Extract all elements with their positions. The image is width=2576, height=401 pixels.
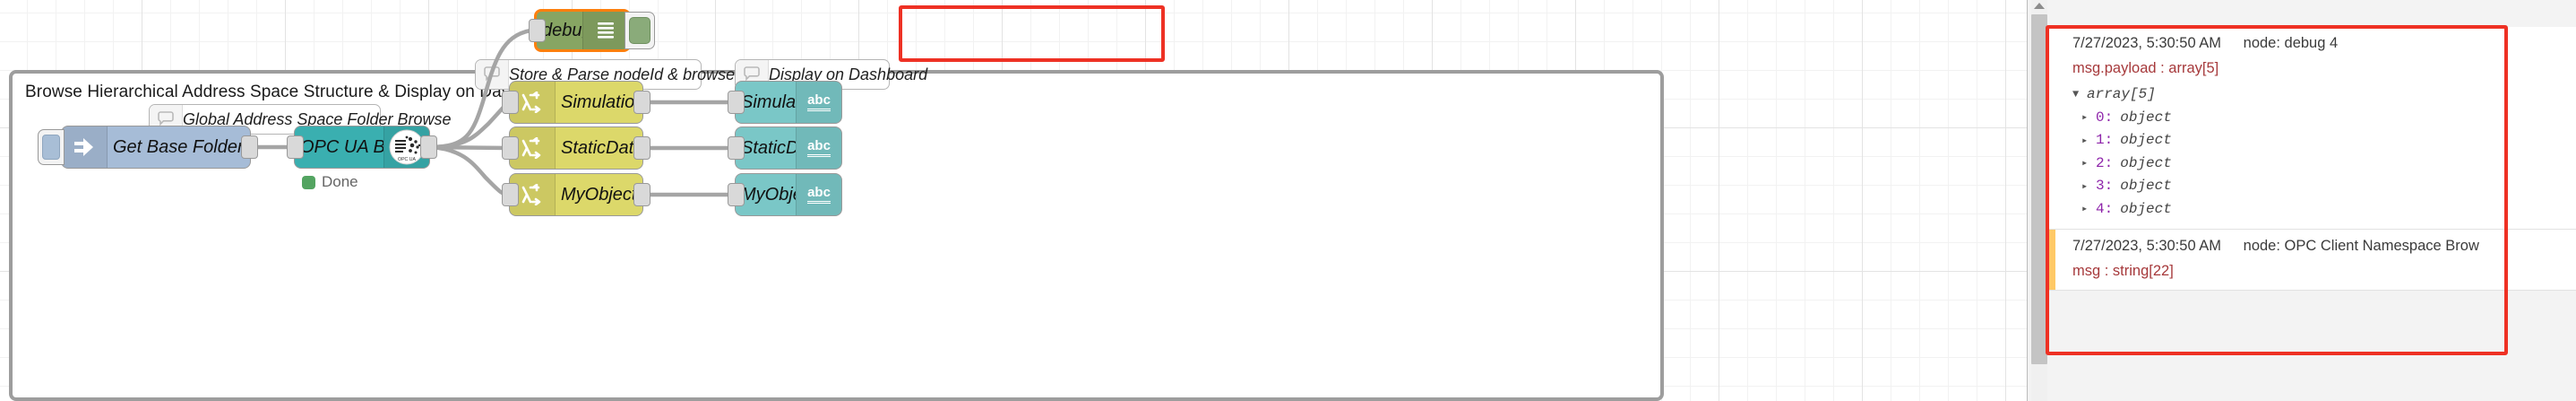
tree-item-index: 0: [2096, 109, 2105, 126]
debug-message[interactable]: 7/27/2023, 5:30:50 AM node: debug 4 msg.…: [2047, 27, 2576, 230]
message-timestamp: 7/27/2023, 5:30:50 AM: [2072, 35, 2222, 51]
debug-scrollbar[interactable]: [2031, 0, 2047, 401]
node-label: MyObjects: [741, 184, 796, 205]
tree-item-row[interactable]: ▸ 2: object: [2081, 154, 2172, 171]
debug-message-list[interactable]: 7/27/2023, 5:30:50 AM node: debug 4 msg.…: [2047, 0, 2576, 401]
node-input-port[interactable]: [728, 91, 745, 114]
node-output-port[interactable]: [633, 91, 650, 114]
tree-item-index: 2: [2096, 154, 2105, 171]
tree-item-index: 3: [2096, 178, 2105, 194]
message-payload-tree[interactable]: ▼ array[5] ▸ 0: object ▸ 1: object ▸: [2072, 86, 2567, 217]
message-header: 7/27/2023, 5:30:50 AM node: debug 4: [2072, 35, 2567, 52]
expand-caret-icon[interactable]: ▼: [2072, 88, 2080, 100]
tree-item-value: object: [2120, 178, 2172, 194]
debug-message[interactable]: 7/27/2023, 5:30:50 AM node: OPC Client N…: [2047, 229, 2576, 291]
node-label: debug 4: [542, 20, 582, 40]
message-source-bar: [2047, 27, 2055, 229]
node-opc-ua-browser[interactable]: OPC UA Browser OPC UA: [287, 126, 437, 190]
node-status: Done: [302, 173, 358, 191]
comment-label: Global Address Space Folder Browse: [183, 109, 452, 128]
node-input-port[interactable]: [728, 136, 745, 160]
node-output-port[interactable]: [633, 136, 650, 160]
node-input-port[interactable]: [502, 136, 519, 160]
node-input-port[interactable]: [287, 135, 304, 159]
node-ui-text-simulation[interactable]: Simulation abc: [728, 81, 842, 124]
node-label: StaticData Folder: [561, 137, 642, 158]
inject-trigger-button[interactable]: [38, 129, 65, 165]
node-output-port[interactable]: [633, 183, 650, 206]
node-debug-4[interactable]: debug 4: [529, 9, 655, 52]
debug-lines-icon: [582, 12, 628, 49]
node-label: MyObjects Folder: [561, 184, 642, 205]
tree-item-value: object: [2120, 132, 2172, 148]
tree-root-label: array[5]: [2087, 86, 2156, 102]
node-label: Get Base Folder Structure ¹: [113, 136, 250, 157]
tree-item-value: object: [2120, 109, 2172, 126]
message-header: 7/27/2023, 5:30:50 AM node: OPC Client N…: [2072, 238, 2567, 255]
tree-item-value: object: [2120, 200, 2172, 217]
expand-caret-icon[interactable]: ▸: [2081, 179, 2089, 193]
node-input-port[interactable]: [529, 19, 546, 42]
node-label: Simulation: [741, 92, 796, 112]
message-node[interactable]: node: OPC Client Namespace Brow: [2243, 237, 2479, 254]
message-topic: msg : string[22]: [2072, 262, 2174, 279]
status-dot: [302, 175, 315, 189]
node-label: Simulation Folder: [561, 92, 642, 112]
tree-item-row[interactable]: ▸ 1: object: [2081, 132, 2172, 148]
message-source-bar: [2047, 229, 2055, 290]
node-myobjects-folder[interactable]: MyObjects Folder: [502, 173, 650, 216]
comment-label: Store & Parse nodeId & browseName: [509, 65, 779, 83]
comment-label: Display on Dashboard: [769, 65, 928, 83]
node-input-port[interactable]: [502, 183, 519, 206]
tree-item-row[interactable]: ▸ 0: object: [2081, 109, 2172, 126]
debug-sidebar[interactable]: 7/27/2023, 5:30:50 AM node: debug 4 msg.…: [2027, 0, 2576, 401]
node-input-port[interactable]: [502, 91, 519, 114]
opc-ua-logo-icon: OPC UA: [383, 126, 429, 168]
tree-item-index: 4: [2096, 200, 2105, 217]
expand-caret-icon[interactable]: ▸: [2081, 157, 2089, 170]
svg-text:OPC UA: OPC UA: [398, 157, 416, 162]
abc-icon: abc: [796, 82, 841, 123]
abc-icon: abc: [796, 174, 841, 215]
abc-icon: abc: [796, 127, 841, 169]
flow-canvas[interactable]: Browse Hierarchical Address Space Struct…: [0, 0, 2027, 401]
message-topic: msg.payload : array[5]: [2072, 60, 2219, 76]
tree-item-index: 1: [2096, 132, 2105, 148]
debug-enable-button[interactable]: [625, 12, 655, 49]
expand-caret-icon[interactable]: ▸: [2081, 203, 2089, 215]
node-ui-text-myobjects[interactable]: MyObjects abc: [728, 173, 842, 216]
expand-caret-icon[interactable]: ▸: [2081, 111, 2089, 124]
scroll-up-arrow-icon[interactable]: [2034, 3, 2045, 9]
message-timestamp: 7/27/2023, 5:30:50 AM: [2072, 237, 2222, 254]
comment-icon: [476, 60, 509, 89]
node-ui-text-staticdata[interactable]: StaticData abc: [728, 126, 842, 170]
annotation-highlight-debug-node: [899, 5, 1165, 62]
node-output-port[interactable]: [241, 135, 258, 159]
node-input-port[interactable]: [728, 183, 745, 206]
tree-item-value: object: [2120, 154, 2172, 171]
tree-root-row[interactable]: ▼ array[5]: [2072, 86, 2567, 102]
tree-item-row[interactable]: ▸ 3: object: [2081, 178, 2172, 194]
inject-arrow-icon: [62, 126, 108, 168]
tree-item-row[interactable]: ▸ 4: object: [2081, 200, 2172, 217]
expand-caret-icon[interactable]: ▸: [2081, 134, 2089, 147]
node-simulation-folder[interactable]: Simulation Folder: [502, 81, 650, 124]
node-output-port[interactable]: [420, 135, 437, 159]
message-node[interactable]: node: debug 4: [2243, 35, 2339, 51]
debug-list-top-spacer: [2047, 0, 2576, 27]
node-staticdata-folder[interactable]: StaticData Folder: [502, 126, 650, 170]
status-label: Done: [322, 173, 358, 190]
node-get-base-folder-structure[interactable]: Get Base Folder Structure ¹: [38, 126, 258, 169]
scrollbar-thumb[interactable]: [2031, 14, 2047, 364]
node-label: StaticData: [741, 137, 796, 158]
node-label: OPC UA Browser: [300, 136, 383, 157]
